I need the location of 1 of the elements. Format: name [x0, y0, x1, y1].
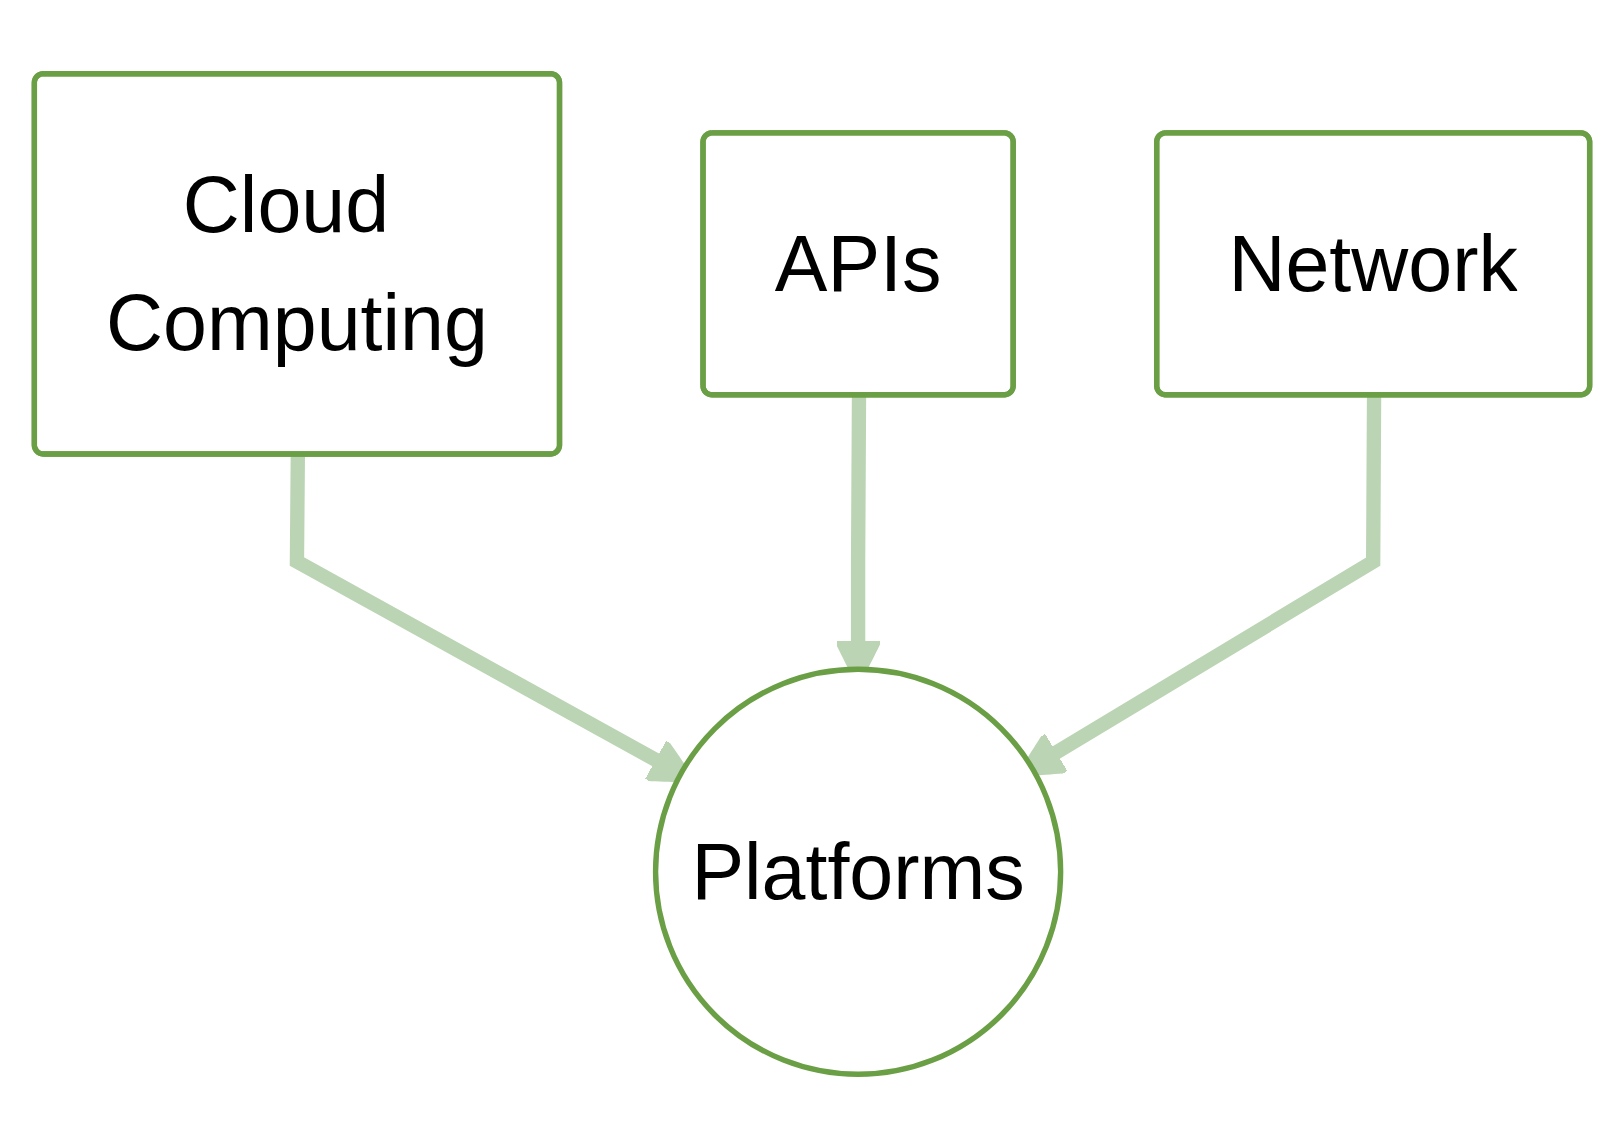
node-circle: Platforms	[652, 666, 1064, 1077]
